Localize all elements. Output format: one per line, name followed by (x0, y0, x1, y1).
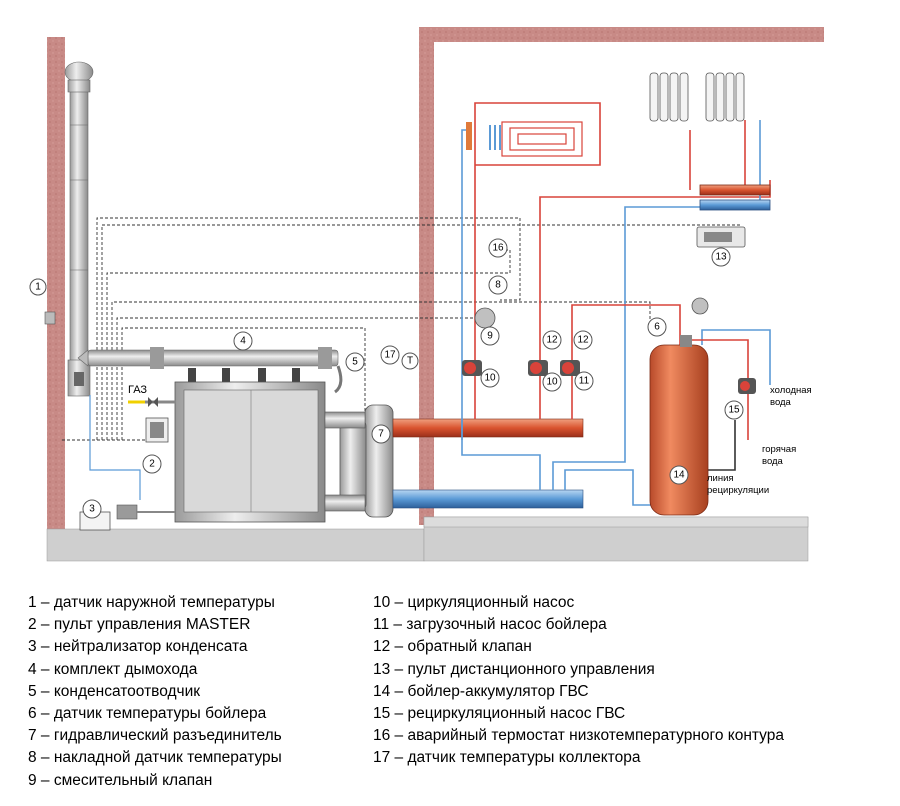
marker-9: 9 (480, 326, 500, 346)
boiler (145, 381, 326, 523)
marker-1: 1 (29, 278, 47, 296)
marker-13: 13 (711, 247, 731, 267)
svg-text:12: 12 (577, 335, 589, 346)
marker-11: 11 (574, 371, 594, 391)
dhw-tank (649, 335, 709, 516)
cold-water-label-2: вода (770, 397, 792, 408)
radiators (649, 72, 771, 211)
svg-text:8: 8 (495, 280, 501, 291)
legend-item: 5 – конденсатоотводчик (28, 682, 201, 700)
legend-item: 7 – гидравлический разъединитель (28, 727, 282, 745)
gas-line (128, 397, 176, 407)
pumps (462, 297, 756, 394)
gas-label: ГАЗ (128, 384, 147, 396)
hydraulic-separator (324, 404, 394, 518)
marker-16: 16 (488, 238, 508, 258)
marker-10: 10 (480, 368, 500, 388)
marker-12a: 12 (542, 330, 562, 350)
legend-item: 9 – смесительный клапан (28, 771, 213, 789)
svg-text:15: 15 (728, 405, 740, 416)
svg-text:12: 12 (546, 335, 558, 346)
circuit-pipes (461, 102, 771, 506)
legend-item: 2 – пульт управления MASTER (28, 616, 251, 634)
svg-text:4: 4 (240, 336, 246, 347)
marker-7: 7 (371, 424, 391, 444)
svg-text:17: 17 (384, 350, 396, 361)
svg-text:16: 16 (492, 243, 504, 254)
legend-item: 3 – нейтрализатор конденсата (28, 638, 248, 656)
flue-kit (77, 347, 343, 394)
legend-left: 1 – датчик наружной температуры 2 – пульт… (28, 592, 282, 792)
supply-manifold (392, 418, 584, 438)
underfloor-coil (466, 121, 583, 157)
marker-3: 3 (82, 499, 102, 519)
legend-item: 15 – рециркуляционный насос ГВС (373, 705, 626, 723)
svg-text:5: 5 (352, 357, 358, 368)
svg-text:14: 14 (673, 470, 685, 481)
control-wiring (62, 217, 741, 441)
marker-10b: 10 (542, 372, 562, 392)
marker-12b: 12 (573, 330, 593, 350)
svg-text:11: 11 (579, 376, 590, 387)
wall-box (44, 311, 56, 325)
legend-item: 4 – комплект дымохода (28, 660, 198, 678)
heating-system-diagram: 1 2 3 4 5 6 7 8 9 10 11 12 12 10 13 14 1… (29, 27, 824, 562)
marker-6: 6 (647, 317, 667, 337)
svg-text:7: 7 (378, 429, 384, 440)
marker-T: T (401, 352, 419, 370)
svg-text:3: 3 (89, 504, 95, 515)
marker-4: 4 (233, 331, 253, 351)
marker-14: 14 (669, 465, 689, 485)
svg-text:10: 10 (546, 377, 558, 388)
recirculation-label-1: линия (707, 473, 734, 484)
marker-15: 15 (724, 400, 744, 420)
cold-water-label-1: холодная (770, 385, 812, 396)
svg-text:6: 6 (654, 322, 660, 333)
legend-item: 11 – загрузочный насос бойлера (373, 616, 607, 634)
ceiling-wall (419, 27, 824, 42)
floor-slab (423, 516, 809, 528)
marker-2: 2 (142, 454, 162, 474)
number-markers: 1 2 3 4 5 6 7 8 9 10 11 12 12 10 13 14 1… (29, 238, 744, 519)
svg-text:1: 1 (35, 282, 41, 293)
recirculation-label-2: рециркуляции (707, 485, 769, 496)
legend-item: 6 – датчик температуры бойлера (28, 705, 267, 723)
svg-text:13: 13 (715, 252, 727, 263)
hot-water-label-2: вода (762, 456, 784, 467)
legend-item: 10 – циркуляционный насос (373, 594, 575, 611)
svg-text:10: 10 (484, 373, 496, 384)
marker-17: 17 (380, 345, 400, 365)
floor-left (46, 528, 425, 562)
left-wall (47, 37, 65, 529)
legend-item: 12 – обратный клапан (373, 638, 532, 656)
svg-text:2: 2 (149, 459, 155, 470)
legend-item: 8 – накладной датчик температуры (28, 749, 282, 767)
svg-text:9: 9 (487, 331, 493, 342)
legend-item: 16 – аварийный термостат низкотемператур… (373, 727, 784, 745)
return-manifold (392, 489, 584, 509)
right-wall (419, 27, 434, 525)
legend-right: 10 – циркуляционный насос 11 – загрузочны… (373, 592, 784, 770)
remote-control (696, 226, 746, 248)
marker-8: 8 (488, 275, 508, 295)
legend-item: 13 – пульт дистанционного управления (373, 660, 655, 678)
svg-text:T: T (407, 356, 413, 367)
legend-item: 14 – бойлер-аккумулятор ГВС (373, 682, 589, 700)
chimney (64, 61, 94, 397)
hot-water-label-1: горячая (762, 444, 796, 455)
marker-5: 5 (345, 352, 365, 372)
legend-item: 1 – датчик наружной температуры (28, 594, 275, 611)
legend-item: 17 – датчик температуры коллектора (373, 749, 641, 767)
